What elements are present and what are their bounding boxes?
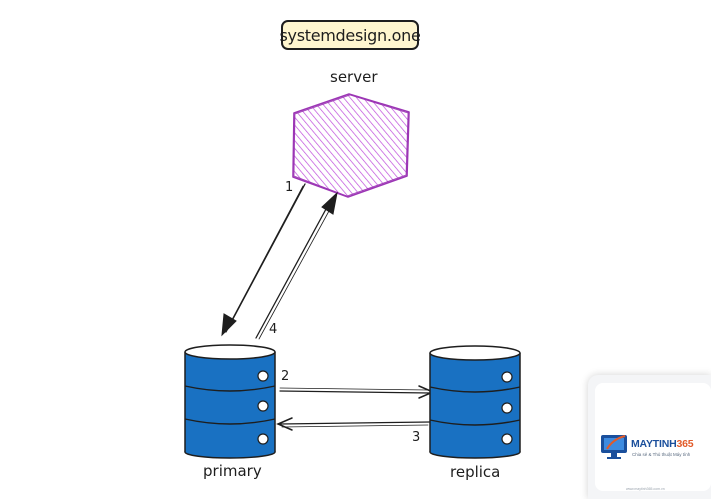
step-3-label: 3	[412, 430, 421, 445]
step-1-label: 1	[285, 180, 294, 195]
arrow-primary-to-replica	[279, 385, 435, 399]
primary-label: primary	[203, 462, 262, 480]
replica-database	[429, 345, 521, 459]
step-2-label: 2	[281, 369, 290, 384]
watermark-tagline: Chia sẻ & Thủ thuật Máy tính	[632, 452, 691, 457]
brand-label: systemdesign.one	[280, 20, 421, 50]
step-4-label: 4	[269, 322, 278, 337]
arrow-primary-to-server	[255, 191, 338, 340]
primary-database	[184, 344, 276, 459]
watermark-url: www.maytinh365.com.vn	[626, 487, 665, 491]
arrow-server-to-primary	[221, 183, 306, 337]
monitor-icon	[601, 435, 627, 459]
arrow-replica-to-primary	[276, 417, 431, 431]
server-node	[292, 93, 410, 198]
watermark-logo: MAYTINH365 Chia sẻ & Thủ thuật Máy tính …	[588, 375, 711, 499]
watermark-brand: MAYTINH365	[631, 438, 694, 450]
watermark-card: MAYTINH365 Chia sẻ & Thủ thuật Máy tính	[595, 383, 711, 491]
server-label: server	[330, 68, 378, 86]
replica-label: replica	[450, 463, 501, 481]
